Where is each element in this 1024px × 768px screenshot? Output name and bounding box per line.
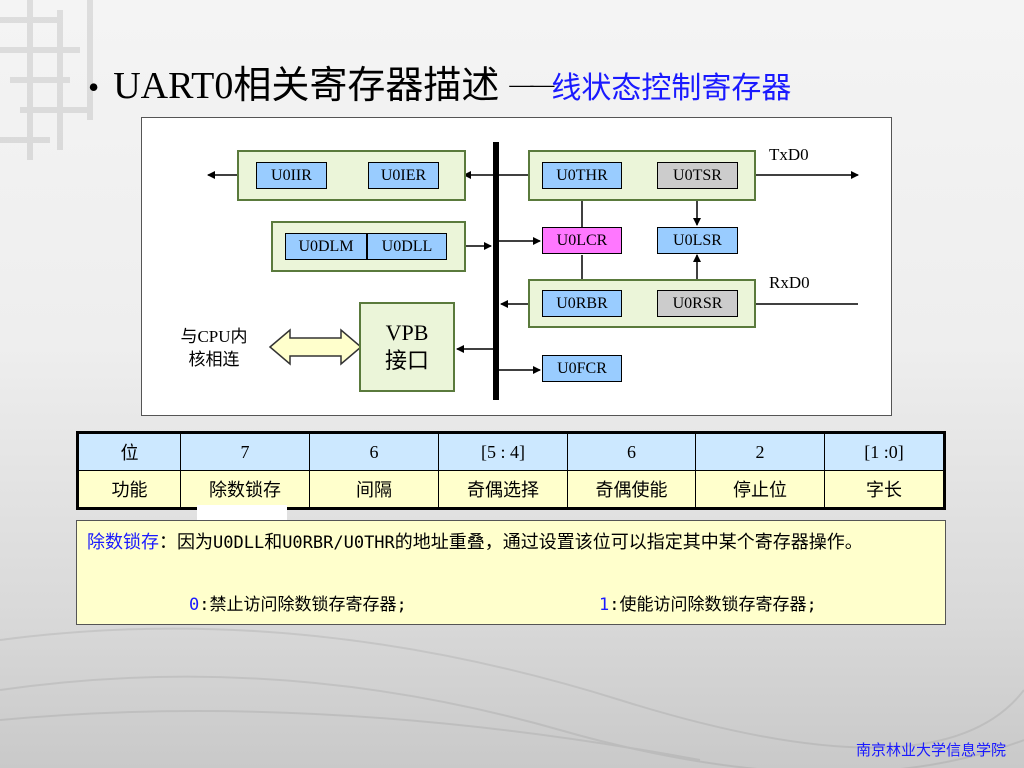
register-u0dlm: U0DLM: [285, 233, 367, 260]
note-reg-a: U0DLL: [213, 533, 265, 553]
bit-function-cell: 间隔: [309, 470, 439, 509]
register-u0thr: U0THR: [542, 162, 622, 189]
register-u0dll: U0DLL: [367, 233, 447, 260]
title-dash: ——: [509, 72, 554, 98]
register-u0fcr: U0FCR: [542, 355, 622, 382]
bullet-icon: •: [88, 69, 100, 105]
bit-header-cell: 6: [567, 432, 696, 471]
note-term: 除数锁存: [87, 532, 159, 553]
bit-function-cell: 除数锁存: [180, 470, 310, 509]
lcr-bit-table: 位 7 6 [5 : 4] 6 2 [1 :0] 功能 除数锁存 间隔 奇偶选择…: [76, 431, 946, 510]
option-0: 0:禁止访问除数锁存寄存器;: [189, 591, 407, 619]
rxd-pin-label: RxD0: [769, 273, 810, 292]
note-text-b: 和: [264, 532, 283, 553]
register-u0lsr: U0LSR: [657, 227, 738, 254]
option-0-text: :禁止访问除数锁存寄存器;: [199, 595, 407, 615]
bit-header-cell: [1 :0]: [824, 432, 945, 471]
callout-tab: [197, 505, 287, 523]
txd-pin-label: TxD0: [769, 145, 809, 164]
uart-block-diagram: U0IIR U0IER U0DLM U0DLL U0THR U0TSR U0LC…: [141, 117, 892, 416]
bit-function-cell: 停止位: [695, 470, 825, 509]
register-u0ier: U0IER: [368, 162, 439, 189]
bit-header-cell: 7: [180, 432, 310, 471]
footer-institution: 南京林业大学信息学院: [855, 741, 1006, 759]
title-main: UART0相关寄存器描述: [113, 65, 500, 107]
bit-function-cell: 功能: [77, 470, 181, 509]
cpu-label-line2: 核相连: [188, 350, 240, 369]
bit-function-cell: 奇偶使能: [567, 470, 696, 509]
bit-function-row: 功能 除数锁存 间隔 奇偶选择 奇偶使能 停止位 字长: [77, 470, 945, 509]
register-u0tsr: U0TSR: [657, 162, 738, 189]
slide-title: • UART0相关寄存器描述 ——线状态控制寄存器: [88, 54, 791, 109]
data-bus: [493, 142, 499, 400]
vpb-interface-label: 接口: [384, 348, 429, 373]
register-u0rsr: U0RSR: [657, 290, 738, 317]
bit-function-cell: 字长: [824, 470, 945, 509]
cpu-connection-label: 与CPU内 核相连: [174, 325, 254, 371]
option-1-value: 1: [599, 595, 610, 615]
note-reg-b: U0RBR/U0THR: [282, 533, 395, 553]
option-1-text: :使能访问除数锁存寄存器;: [609, 595, 817, 615]
register-u0iir: U0IIR: [256, 162, 327, 189]
bit-function-cell: 奇偶选择: [438, 470, 568, 509]
cpu-link-double-arrow: [268, 328, 363, 366]
option-0-value: 0: [189, 595, 200, 615]
register-u0lcr: U0LCR: [542, 227, 622, 254]
bit-header-cell: 2: [695, 432, 825, 471]
vpb-label: VPB: [385, 320, 429, 345]
bit-header-cell: 6: [309, 432, 439, 471]
note-colon: ：: [159, 532, 177, 553]
vpb-interface-block: VPB 接口: [359, 302, 455, 392]
bit-header-cell: [5 : 4]: [438, 432, 568, 471]
register-u0rbr: U0RBR: [542, 290, 622, 317]
note-text: 除数锁存：因为U0DLL和U0RBR/U0THR的地址重叠，通过设置该位可以指定…: [87, 529, 935, 557]
option-1: 1:使能访问除数锁存寄存器;: [599, 591, 817, 619]
bit-header-row: 位 7 6 [5 : 4] 6 2 [1 :0]: [77, 432, 945, 471]
explanation-note: 除数锁存：因为U0DLL和U0RBR/U0THR的地址重叠，通过设置该位可以指定…: [76, 520, 946, 625]
note-text-a: 因为: [177, 532, 213, 553]
bit-header-cell: 位: [77, 432, 181, 471]
title-subtitle: 线状态控制寄存器: [551, 72, 792, 105]
cpu-label-line1: 与CPU内: [180, 327, 248, 346]
note-text-c: 的地址重叠，通过设置该位可以指定其中某个寄存器操作。: [394, 532, 863, 553]
